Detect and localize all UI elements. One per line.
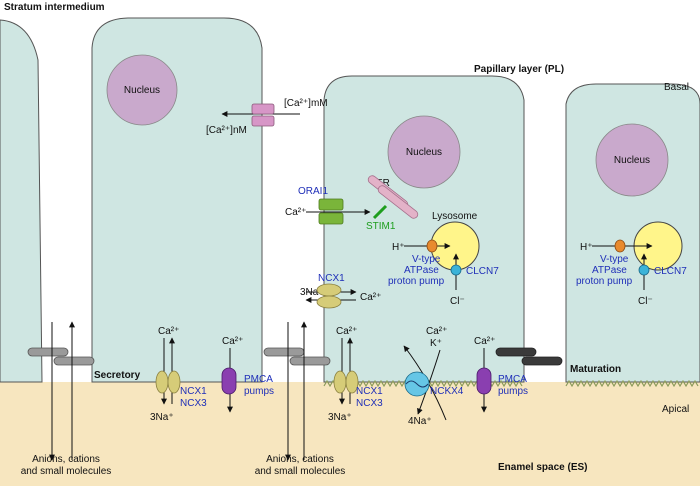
nucleus-maturation-1 bbox=[387, 115, 461, 189]
nucleus-label-2: Nucleus bbox=[406, 147, 442, 158]
vtype-atpase-1 bbox=[426, 239, 438, 253]
three-na-sec-label: 3Na⁺ bbox=[150, 412, 174, 423]
ca-mM-label: [Ca²⁺]mM bbox=[284, 98, 328, 109]
pmca-mat-pump bbox=[476, 367, 492, 395]
nucleus-maturation-2 bbox=[595, 123, 669, 197]
anions-label-1b: and small molecules bbox=[21, 466, 112, 477]
clcn7-label-1: CLCN7 bbox=[466, 266, 499, 277]
vtype-label-2b: ATPase bbox=[592, 265, 627, 276]
three-na-mat-label: 3Na⁺ bbox=[328, 412, 352, 423]
secretory-label: Secretory bbox=[94, 370, 141, 381]
stratum-intermedium-label: Stratum intermedium bbox=[4, 2, 105, 13]
ncx-mat-right bbox=[345, 370, 359, 394]
ca-pmca-mat-label: Ca²⁺ bbox=[474, 336, 495, 347]
er-membrane-2 bbox=[377, 185, 419, 219]
cl-minus-label-1: Cl⁻ bbox=[450, 296, 465, 307]
nckx-arrow-down bbox=[417, 349, 441, 415]
vtype-label-2c: proton pump bbox=[576, 276, 633, 287]
pmca-sec-pump bbox=[221, 367, 237, 395]
nucleus-label-1: Nucleus bbox=[124, 85, 160, 96]
clcn7-channel-1 bbox=[450, 264, 462, 276]
cl-minus-label-2: Cl⁻ bbox=[638, 296, 653, 307]
ca-channel-top bbox=[251, 103, 275, 115]
stim1-label: STIM1 bbox=[366, 221, 396, 232]
basal-label: Basal bbox=[664, 82, 689, 93]
ca-pmca-sec-label: Ca²⁺ bbox=[222, 336, 243, 347]
orai1-channel-top bbox=[318, 198, 344, 211]
tight-junction-2b bbox=[289, 356, 331, 366]
vtype-label-1b: ATPase bbox=[404, 265, 439, 276]
tight-junction-1b bbox=[53, 356, 95, 366]
ncx-sec-left bbox=[155, 370, 169, 394]
nckx4-wave bbox=[405, 380, 429, 388]
ncx3-mat-label: NCX3 bbox=[356, 398, 383, 409]
pmca-sec-label-a: PMCA bbox=[244, 374, 273, 385]
ca-channel-bottom bbox=[251, 115, 275, 127]
vtype-label-2a: V-type bbox=[600, 254, 629, 265]
apical-label: Apical bbox=[662, 404, 689, 415]
clcn7-channel-2 bbox=[638, 264, 650, 276]
nucleus-secretory bbox=[106, 54, 178, 126]
vtype-atpase-2 bbox=[614, 239, 626, 253]
ncx1-lateral-bottom bbox=[316, 295, 342, 309]
tight-junction-2a bbox=[263, 347, 305, 357]
anions-label-2a: Anions, cations bbox=[266, 454, 334, 465]
ncx1-lateral-top bbox=[316, 283, 342, 297]
maturation-label: Maturation bbox=[570, 364, 621, 375]
ruffled-border-2 bbox=[565, 379, 699, 388]
ncx1-sec-label: NCX1 bbox=[180, 386, 207, 397]
cell-left-partial bbox=[0, 19, 43, 383]
four-na-label: 4Na⁺ bbox=[408, 416, 432, 427]
h-plus-label-1: H⁺ bbox=[392, 242, 405, 253]
ca-orai-label: Ca²⁺ bbox=[285, 207, 306, 218]
h-plus-label-2: H⁺ bbox=[580, 242, 593, 253]
ca-ncx-sec-label: Ca²⁺ bbox=[158, 326, 179, 337]
ca-nM-label: [Ca²⁺]nM bbox=[206, 125, 247, 136]
ncx1-mat-label: NCX1 bbox=[356, 386, 383, 397]
ncx-sec-right bbox=[167, 370, 181, 394]
maturation-cell-1 bbox=[323, 75, 525, 383]
pmca-mat-label-a: PMCA bbox=[498, 374, 527, 385]
ca-ncx-mat-label: Ca²⁺ bbox=[336, 326, 357, 337]
anions-label-2b: and small molecules bbox=[255, 466, 346, 477]
anions-label-1a: Anions, cations bbox=[32, 454, 100, 465]
orai1-channel-bottom bbox=[318, 212, 344, 225]
nckx4-label: NCKX4 bbox=[430, 386, 464, 397]
papillary-layer-label: Papillary layer (PL) bbox=[474, 64, 564, 75]
ncx1-lateral-label: NCX1 bbox=[318, 273, 345, 284]
ncx-mat-left bbox=[333, 370, 347, 394]
ca-nckx-label: Ca²⁺ bbox=[426, 326, 447, 337]
k-plus-label: K⁺ bbox=[430, 338, 442, 349]
clcn7-label-2: CLCN7 bbox=[654, 266, 687, 277]
lysosome-label: Lysosome bbox=[432, 211, 478, 222]
vtype-label-1a: V-type bbox=[412, 254, 441, 265]
pmca-sec-label-b: pumps bbox=[244, 386, 274, 397]
vtype-label-1c: proton pump bbox=[388, 276, 445, 287]
pmca-mat-label-b: pumps bbox=[498, 386, 528, 397]
tight-junction-3a bbox=[495, 347, 537, 357]
orai1-label: ORAI1 bbox=[298, 186, 328, 197]
ca-lateral-label: Ca²⁺ bbox=[360, 292, 381, 303]
stim1-connector bbox=[372, 204, 388, 220]
ncx3-sec-label: NCX3 bbox=[180, 398, 207, 409]
tight-junction-1a bbox=[27, 347, 69, 357]
enamel-space-label: Enamel space (ES) bbox=[498, 462, 587, 473]
tight-junction-3b bbox=[521, 356, 563, 366]
nucleus-label-3: Nucleus bbox=[614, 155, 650, 166]
